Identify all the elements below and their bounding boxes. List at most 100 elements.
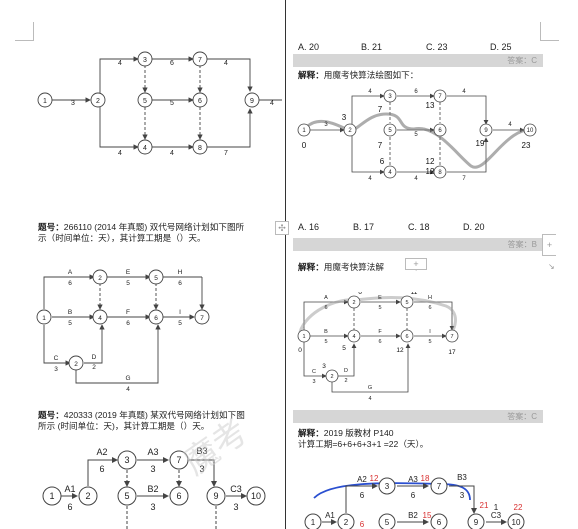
node xyxy=(297,123,311,137)
node xyxy=(430,513,448,529)
svg-text:7: 7 xyxy=(378,105,383,114)
option-d: D. 25 xyxy=(490,42,512,52)
svg-text:2: 2 xyxy=(344,378,347,384)
svg-text:12: 12 xyxy=(396,347,404,354)
page-divider xyxy=(285,0,286,529)
node xyxy=(192,92,208,108)
svg-text:D: D xyxy=(344,368,348,374)
node xyxy=(192,139,208,155)
node xyxy=(378,513,396,529)
svg-text:8: 8 xyxy=(198,145,202,152)
svg-text:9: 9 xyxy=(474,518,479,527)
svg-text:12: 12 xyxy=(370,474,379,483)
svg-text:4: 4 xyxy=(170,150,174,157)
side-add-button[interactable]: + xyxy=(542,234,556,256)
svg-text:4: 4 xyxy=(118,60,122,67)
svg-text:A1: A1 xyxy=(325,511,335,520)
node xyxy=(169,450,189,470)
svg-text:6: 6 xyxy=(437,518,442,527)
svg-text:H: H xyxy=(178,269,183,276)
node xyxy=(206,486,226,506)
svg-text:3: 3 xyxy=(312,379,315,385)
svg-text:6: 6 xyxy=(99,464,104,474)
node xyxy=(137,51,153,67)
node xyxy=(92,269,108,285)
svg-text:2: 2 xyxy=(98,275,102,282)
svg-text:6: 6 xyxy=(68,280,72,287)
svg-text:4: 4 xyxy=(270,100,274,107)
svg-text:7: 7 xyxy=(438,94,442,100)
svg-text:6: 6 xyxy=(176,491,181,501)
move-block-handle[interactable]: ✣ xyxy=(275,221,289,235)
options-q2: A. 16 B. 17 C. 18 D. 20 xyxy=(298,222,538,234)
svg-text:1: 1 xyxy=(43,98,47,105)
svg-text:3: 3 xyxy=(150,464,155,474)
svg-text:2: 2 xyxy=(96,98,100,105)
node xyxy=(467,513,485,529)
svg-text:5: 5 xyxy=(388,128,392,134)
node xyxy=(383,89,397,103)
svg-text:3: 3 xyxy=(322,363,326,370)
add-block-button[interactable]: + xyxy=(405,258,427,270)
svg-text:5: 5 xyxy=(378,305,381,311)
svg-text:8: 8 xyxy=(438,170,442,176)
node xyxy=(92,309,108,325)
svg-text:6: 6 xyxy=(438,128,442,134)
svg-text:6: 6 xyxy=(170,60,174,67)
resize-corner-icon[interactable]: ↘ xyxy=(548,262,555,271)
svg-text:H: H xyxy=(428,295,432,301)
node xyxy=(148,309,164,325)
svg-text:A1: A1 xyxy=(64,484,75,494)
svg-text:C: C xyxy=(312,369,316,375)
node xyxy=(523,123,537,137)
svg-text:7: 7 xyxy=(378,141,383,150)
svg-text:A2: A2 xyxy=(96,447,107,457)
svg-text:6: 6 xyxy=(411,491,416,500)
svg-text:6: 6 xyxy=(126,320,130,327)
svg-text:E: E xyxy=(126,269,131,276)
svg-text:3: 3 xyxy=(388,94,392,100)
node xyxy=(343,123,357,137)
svg-text:6: 6 xyxy=(380,157,385,166)
svg-text:10: 10 xyxy=(251,491,261,501)
svg-text:2: 2 xyxy=(348,128,352,134)
svg-text:F: F xyxy=(378,329,382,335)
network-diagram-5: 1 2 3 5 6 7 9 10 A16 A26 A33 B23 B33 C33 xyxy=(42,446,266,529)
svg-text:4: 4 xyxy=(143,145,147,152)
svg-text:B: B xyxy=(324,329,328,335)
option-b: B. 21 xyxy=(361,42,383,52)
svg-text:6: 6 xyxy=(324,305,327,311)
node xyxy=(137,92,153,108)
node xyxy=(90,92,106,108)
svg-text:6: 6 xyxy=(358,292,362,296)
svg-text:22: 22 xyxy=(514,503,523,512)
svg-text:13: 13 xyxy=(426,101,435,110)
svg-text:6: 6 xyxy=(428,305,431,311)
node xyxy=(347,295,361,309)
question-3-text: 题号：420333 (2019 年真题) 某双代号网络计划如下图 所示 (时间单… xyxy=(38,410,245,431)
svg-text:4: 4 xyxy=(98,315,102,322)
option-a: A. 20 xyxy=(298,42,320,52)
svg-text:1: 1 xyxy=(302,334,305,340)
node xyxy=(433,123,447,137)
svg-text:11: 11 xyxy=(411,292,418,296)
svg-text:6: 6 xyxy=(405,334,408,340)
svg-text:9: 9 xyxy=(213,491,218,501)
svg-text:7: 7 xyxy=(176,455,181,465)
node xyxy=(378,477,396,495)
svg-text:A2: A2 xyxy=(357,475,367,484)
svg-text:1: 1 xyxy=(302,128,306,134)
node xyxy=(430,477,448,495)
svg-text:2: 2 xyxy=(344,518,349,527)
svg-text:12: 12 xyxy=(426,157,435,166)
svg-text:4: 4 xyxy=(368,89,372,95)
svg-text:6: 6 xyxy=(414,89,418,95)
svg-text:A3: A3 xyxy=(147,447,158,457)
svg-text:4: 4 xyxy=(388,170,392,176)
node xyxy=(68,355,84,371)
node xyxy=(507,513,525,529)
svg-text:A: A xyxy=(324,295,328,301)
svg-text:12: 12 xyxy=(426,167,435,176)
svg-text:1: 1 xyxy=(311,518,316,527)
option-b: B. 17 xyxy=(353,222,375,232)
